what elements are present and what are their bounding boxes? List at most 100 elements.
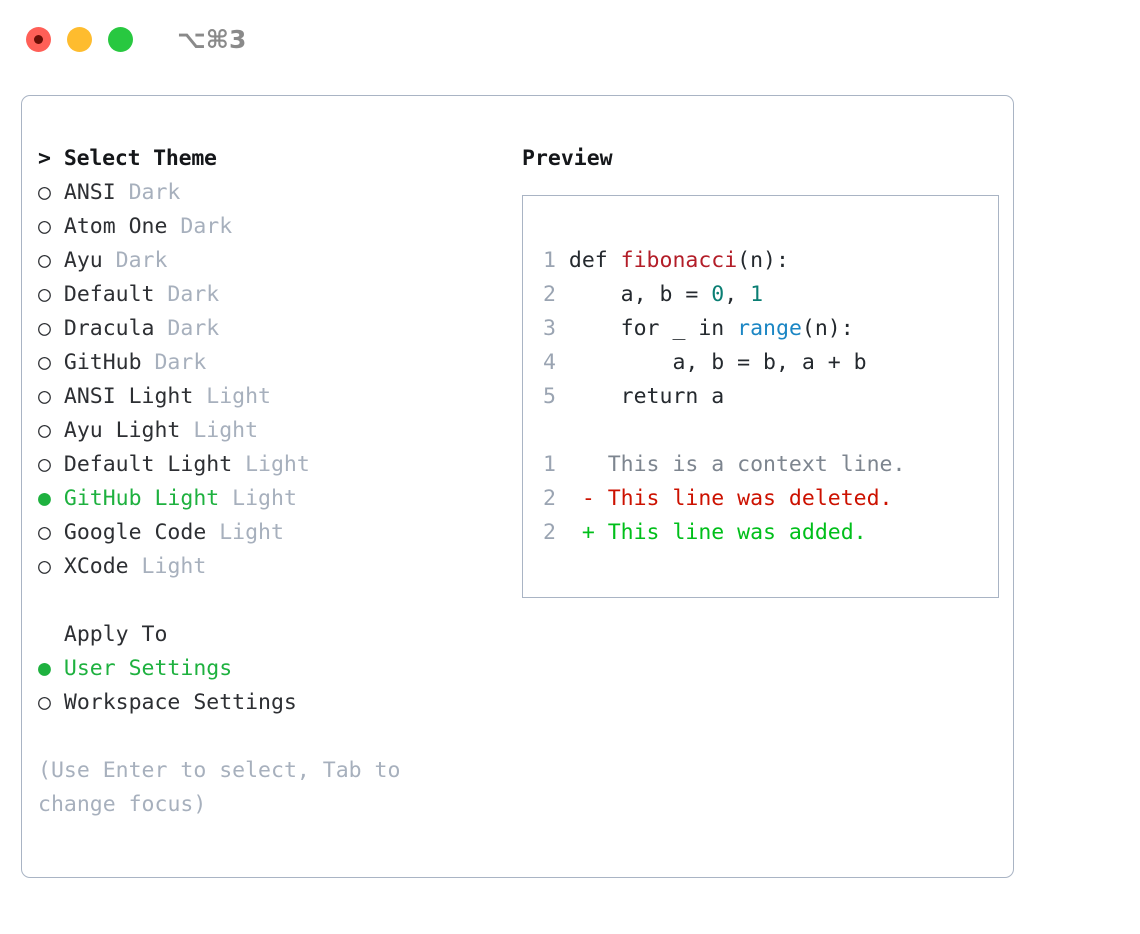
theme-option-name: Default (63, 282, 155, 307)
code-token-call: range (737, 316, 802, 341)
theme-option-tag: Dark (102, 248, 168, 273)
code-token-plain: a, b = (568, 282, 712, 307)
code-token-plain: def (568, 248, 621, 273)
diff-line-number: 2 (543, 486, 556, 511)
code-line-number: 3 (543, 316, 556, 341)
hint-spacer (38, 720, 500, 754)
diff-marker (582, 452, 608, 477)
code-diff-spacer (543, 414, 998, 448)
keyboard-hint: (Use Enter to select, Tab to change focu… (38, 758, 414, 817)
theme-option[interactable]: ○ ANSI Dark (38, 176, 500, 210)
theme-option[interactable]: ○ Ayu Light Light (38, 414, 500, 448)
preview-panel: Preview 1 def fibonacci(n):2 a, b = 0, 1… (500, 142, 999, 867)
close-button[interactable] (26, 26, 51, 52)
radio-unselected-icon: ○ (38, 282, 64, 307)
theme-option-name: GitHub (63, 350, 142, 375)
code-token-plain: return a (568, 384, 725, 409)
radio-unselected-icon: ○ (38, 554, 64, 579)
code-token-num: 0 (711, 282, 725, 307)
maximize-button[interactable] (108, 26, 133, 52)
radio-unselected-icon: ○ (38, 520, 64, 545)
select-theme-heading: > Select Theme (38, 142, 500, 176)
theme-option-tag: Light (128, 554, 207, 579)
theme-option[interactable]: ○ Ayu Dark (38, 244, 500, 278)
code-line: 1 def fibonacci(n): (543, 244, 998, 278)
code-line-number: 5 (543, 384, 556, 409)
radio-unselected-icon: ○ (38, 384, 64, 409)
diff-line-deleted: 2 - This line was deleted. (543, 482, 998, 516)
radio-unselected-icon: ○ (38, 350, 64, 375)
theme-option-name: ANSI Light (63, 384, 194, 409)
radio-selected-icon: ● (38, 656, 64, 681)
theme-selector-panel: > Select Theme ○ ANSI Dark○ Atom One Dar… (38, 142, 500, 867)
radio-selected-icon: ● (38, 486, 64, 511)
apply-to-heading: Apply To (38, 618, 500, 652)
keyboard-shortcut-label: ⌥⌘3 (177, 24, 247, 54)
theme-option-name: GitHub Light (63, 486, 220, 511)
code-token-num: 1 (750, 282, 764, 307)
theme-option-tag: Dark (141, 350, 207, 375)
radio-unselected-icon: ○ (38, 214, 64, 239)
theme-option-name: ANSI (63, 180, 116, 205)
radio-unselected-icon: ○ (38, 418, 64, 443)
theme-option-tag: Light (193, 384, 271, 409)
select-theme-heading-label: Select Theme (63, 146, 217, 171)
diff-gutter-space (556, 486, 582, 511)
diff-sample: 1 This is a context line.2 - This line w… (543, 448, 998, 550)
theme-option-name: Google Code (63, 520, 207, 545)
code-token-plain: (n): (801, 316, 854, 341)
theme-option[interactable]: ○ Atom One Dark (38, 210, 500, 244)
code-token-plain: for _ in (568, 316, 738, 341)
apply-to-option[interactable]: ● User Settings (38, 652, 500, 686)
theme-option[interactable]: ○ Default Dark (38, 278, 500, 312)
diff-line-context: 1 This is a context line. (543, 448, 998, 482)
apply-to-option-name: User Settings (63, 656, 233, 681)
code-line-number: 1 (543, 248, 556, 273)
apply-to-option[interactable]: ○ Workspace Settings (38, 686, 500, 720)
code-line: 3 for _ in range(n): (543, 312, 998, 346)
code-gutter-space (556, 350, 569, 375)
theme-option[interactable]: ○ GitHub Dark (38, 346, 500, 380)
radio-unselected-icon: ○ (38, 248, 64, 273)
theme-option-tag: Dark (167, 214, 233, 239)
diff-line-text: This is a context line. (607, 452, 906, 477)
theme-option[interactable]: ○ XCode Light (38, 550, 500, 584)
main-card: > Select Theme ○ ANSI Dark○ Atom One Dar… (21, 95, 1014, 878)
theme-option-tag: Light (232, 452, 310, 477)
theme-list: ○ ANSI Dark○ Atom One Dark○ Ayu Dark○ De… (38, 176, 500, 584)
apply-to-option-name: Workspace Settings (63, 690, 297, 715)
radio-unselected-icon: ○ (38, 316, 64, 341)
code-gutter-space (556, 282, 569, 307)
code-line-number: 2 (543, 282, 556, 307)
theme-option[interactable]: ○ ANSI Light Light (38, 380, 500, 414)
theme-option-tag: Light (219, 486, 297, 511)
theme-option[interactable]: ○ Default Light Light (38, 448, 500, 482)
preview-title: Preview (522, 146, 613, 171)
theme-option-name: Default Light (63, 452, 233, 477)
theme-option-name: Atom One (63, 214, 168, 239)
theme-option[interactable]: ● GitHub Light Light (38, 482, 500, 516)
code-line: 2 a, b = 0, 1 (543, 278, 998, 312)
code-token-plain: (n): (737, 248, 789, 273)
diff-line-number: 1 (543, 452, 556, 477)
code-token-plain: a, b = b, a + b (568, 350, 867, 375)
code-token-fn: fibonacci (620, 248, 738, 273)
theme-option[interactable]: ○ Dracula Dark (38, 312, 500, 346)
theme-option-tag: Dark (115, 180, 181, 205)
title-bar: ⌥⌘3 (0, 0, 1140, 78)
apply-to-list: ● User Settings○ Workspace Settings (38, 652, 500, 720)
theme-option-name: Dracula (63, 316, 155, 341)
code-token-plain: , (724, 282, 751, 307)
theme-option-name: Ayu Light (63, 418, 181, 443)
theme-option[interactable]: ○ Google Code Light (38, 516, 500, 550)
minimize-button[interactable] (67, 26, 92, 52)
apply-to-heading-marker (38, 618, 64, 652)
theme-option-name: Ayu (63, 248, 103, 273)
diff-line-text: This line was deleted. (607, 486, 893, 511)
diff-line-added: 2 + This line was added. (543, 516, 998, 550)
theme-option-tag: Dark (154, 316, 220, 341)
code-gutter-space (556, 248, 569, 273)
